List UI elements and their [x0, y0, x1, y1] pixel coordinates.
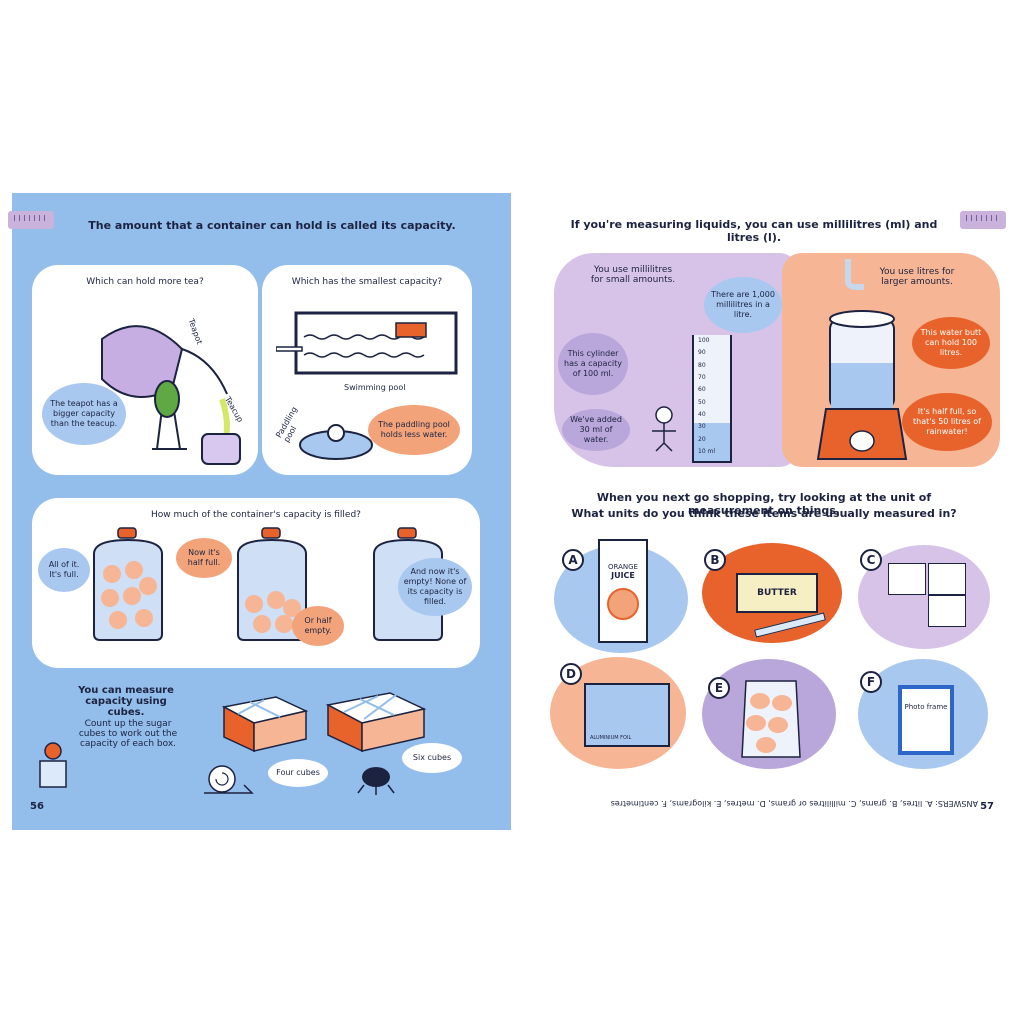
- cylinder-scale-label: 100: [698, 337, 710, 344]
- page-number-left: 56: [30, 801, 44, 812]
- full-bubble: All of it. It's full.: [38, 548, 90, 592]
- item-a-letter: A: [562, 549, 584, 571]
- yoghurt-pots: [888, 563, 968, 627]
- snail-icon: [204, 765, 254, 794]
- swimming-pool-label: Swimming pool: [344, 383, 406, 392]
- pool-panel: Which has the smallest capacity? Swimmin…: [262, 265, 472, 475]
- potato-bag-illustration: [741, 680, 801, 758]
- cylinder-scale-label: 30: [698, 423, 706, 431]
- paddling-pool-illustration: [299, 424, 373, 460]
- answers-upside-down: ANSWERS: A. litres, B. grams, C. millili…: [610, 799, 978, 808]
- six-cube-box-illustration: [325, 692, 427, 753]
- butter-label: BUTTER: [757, 588, 797, 598]
- shopping-question-2: What units do you think these items are …: [571, 507, 957, 520]
- cylinder-scale-label: 60: [698, 386, 706, 394]
- jars-panel: How much of the container's capacity is …: [32, 498, 480, 668]
- left-page: The amount that a container can hold is …: [8, 193, 511, 830]
- teapot-illustration: [101, 325, 241, 465]
- empty-bubble: And now it's empty! None of its capacity…: [398, 558, 472, 616]
- millilitres-panel: You use millilitres for small amounts. T…: [554, 253, 799, 467]
- cylinder-scale-label: 40: [698, 410, 706, 418]
- cylinder-scale-label: 50: [698, 398, 706, 406]
- item-f-letter: F: [860, 671, 882, 693]
- liquids-heading: If you're measuring liquids, you can use…: [570, 218, 938, 244]
- full-jar-illustration: [93, 527, 163, 641]
- teapot-panel: Which can hold more tea? Teapot Teacup T…: [32, 265, 258, 475]
- pool-question: Which has the smallest capacity?: [291, 277, 443, 287]
- ml-intro: You use millilitres for small amounts.: [590, 265, 676, 285]
- teapot-bubble: The teapot has a bigger capacity than th…: [42, 383, 126, 445]
- item-e-letter: E: [708, 677, 730, 699]
- jars-question: How much of the container's capacity is …: [151, 510, 361, 520]
- ruler-icon: [8, 211, 54, 229]
- photo-frame-label: Photo frame: [904, 703, 948, 711]
- heading-text: The amount that a container can hold is …: [88, 219, 397, 232]
- photo-frame: Photo frame: [898, 685, 954, 755]
- butter-block: BUTTER: [736, 573, 818, 613]
- measuring-cylinder: 100 90 80 70 60 50 40 30 20 10 ml: [692, 335, 732, 463]
- cylinder-scale-label: 80: [698, 361, 706, 369]
- yoghurt-pot: [928, 563, 966, 595]
- litres-panel: You use litres for larger amounts. This …: [782, 253, 1000, 467]
- ruler-icon-right: [960, 211, 1006, 229]
- l-capacity-bubble: This water butt can hold 100 litres.: [912, 317, 990, 369]
- orange-slice-icon: [607, 588, 639, 620]
- sugar-cube-illustration: [39, 742, 67, 788]
- four-cube-box-illustration: [221, 696, 309, 753]
- orange-juice-carton: ORANGE JUICE: [598, 539, 648, 643]
- heading-keyword: capacity.: [400, 219, 456, 232]
- page-heading: The amount that a container can hold is …: [52, 219, 492, 232]
- six-cubes-label: Six cubes: [402, 743, 462, 773]
- cylinder-scale-label: 90: [698, 349, 706, 357]
- bug-scientist-icon: [652, 406, 676, 452]
- swimming-pool-illustration: [276, 311, 458, 375]
- water-butt-illustration: [816, 259, 908, 460]
- item-c-letter: C: [860, 549, 882, 571]
- cylinder-scale: 100 90 80 70 60 50 40 30 20 10 ml: [698, 337, 728, 455]
- half-full-bubble: Now it's half full.: [176, 538, 232, 578]
- ml-cylinder-bubble: This cylinder has a capacity of 100 ml.: [558, 333, 628, 395]
- yoghurt-pot: [888, 563, 926, 595]
- item-b-letter: B: [704, 549, 726, 571]
- yoghurt-pot: [928, 595, 966, 627]
- l-intro: You use litres for larger amounts.: [879, 267, 955, 287]
- ml-added-bubble: We've added 30 ml of water.: [562, 409, 630, 451]
- right-page: If you're measuring liquids, you can use…: [514, 193, 1012, 830]
- carton-label-2: JUICE: [611, 571, 635, 580]
- item-d-letter: D: [560, 663, 582, 685]
- foil-box: ALUMINIUM FOIL: [584, 683, 670, 747]
- page-number-right: 57: [980, 801, 994, 812]
- cylinder-scale-label: 20: [698, 435, 706, 443]
- carton-label-1: ORANGE: [608, 563, 638, 571]
- cylinder-scale-label: 70: [698, 373, 706, 381]
- paddling-pool-bubble: The paddling pool holds less water.: [368, 405, 460, 455]
- cylinder-scale-label: 10 ml: [698, 447, 716, 455]
- beetle-icon: [357, 767, 395, 795]
- shopping-question-1: When you next go shopping, try looking a…: [596, 491, 932, 517]
- cubes-text: Count up the sugar cubes to work out the…: [78, 719, 178, 749]
- half-empty-bubble: Or half empty.: [292, 606, 344, 646]
- l-half-bubble: It's half full, so that's 50 litres of r…: [902, 393, 992, 451]
- ml-fact-bubble: There are 1,000 millilitres in a litre.: [704, 277, 782, 333]
- teapot-question: Which can hold more tea?: [86, 277, 204, 287]
- foil-label: ALUMINIUM FOIL: [590, 735, 632, 741]
- cubes-title: You can measure capacity using cubes.: [78, 685, 174, 718]
- four-cubes-label: Four cubes: [268, 759, 328, 787]
